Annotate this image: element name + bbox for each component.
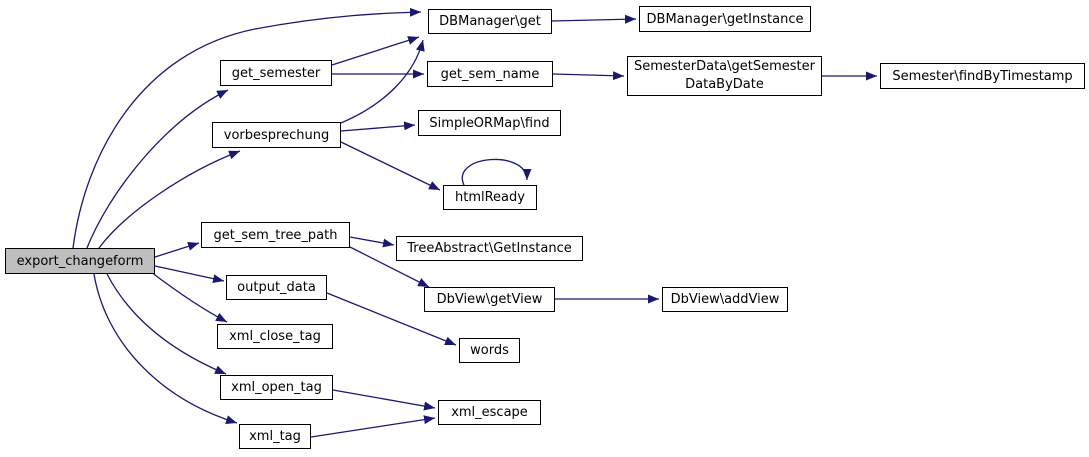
node-words[interactable]: words (459, 338, 520, 363)
node-xml-open-tag[interactable]: xml_open_tag (220, 375, 333, 400)
node-xml-escape[interactable]: xml_escape (438, 400, 541, 425)
node-simpleormap-find[interactable]: SimpleORMap\find (418, 110, 561, 136)
edge-export_changeform-xml_close_tag (150, 271, 228, 323)
node-treeabstract-getinstance[interactable]: TreeAbstract\GetInstance (396, 236, 583, 261)
node-get-sem-tree-path[interactable]: get_sem_tree_path (201, 222, 350, 248)
edge-vorbesprechung-simpleormap_find (340, 121, 416, 132)
edge-dbmanager_get-dbmanager_getinstance (551, 14, 637, 24)
node-semester-findbytimestamp[interactable]: Semester\findByTimestamp (880, 63, 1085, 89)
node-vorbesprechung[interactable]: vorbesprechung (212, 122, 341, 148)
edge-export_changeform-xml_open_tag (106, 273, 227, 375)
edge-vorbesprechung-dbmanager_get (340, 39, 425, 124)
node-export-changeform[interactable]: export_changeform (5, 248, 155, 274)
node-semesterdata-getsemesterdatabydate[interactable]: SemesterData\getSemester DataByDate (627, 56, 822, 96)
node-xml-close-tag[interactable]: xml_close_tag (217, 324, 333, 349)
node-dbview-getview[interactable]: DbView\getView (424, 287, 555, 312)
node-dbmanager-get[interactable]: DBManager\get (428, 9, 552, 34)
edge-output_data-words (326, 292, 457, 346)
edge-vorbesprechung-htmlready (340, 141, 441, 191)
edge-export_changeform-dbmanager_get (72, 7, 422, 249)
edge-get_sem_name-semesterdata (552, 71, 625, 81)
node-get-semester[interactable]: get_semester (220, 60, 332, 86)
node-get-sem-name[interactable]: get_sem_name (427, 61, 553, 87)
edge-xml_tag-xml_escape (310, 415, 436, 438)
node-htmlready[interactable]: htmlReady (443, 185, 537, 210)
edge-export_changeform-get_semester (86, 89, 229, 249)
node-dbview-addview[interactable]: DbView\addView (662, 287, 788, 312)
node-dbmanager-getinstance[interactable]: DBManager\getInstance (639, 6, 811, 32)
edge-htmlready-self (461, 158, 532, 186)
edge-get_sem_tree_path-treeabstract_getinstance (349, 236, 395, 248)
edge-get_semester-dbmanager_get (331, 36, 420, 66)
edge-get_sem_tree_path-dbview_getview (349, 246, 430, 288)
node-output-data[interactable]: output_data (226, 275, 327, 300)
edge-export_changeform-xml_tag (93, 273, 238, 425)
edge-export_changeform-get_sem_tree_path (154, 242, 200, 258)
node-xml-tag[interactable]: xml_tag (239, 424, 311, 449)
edge-xml_open_tag-xml_escape (332, 389, 436, 411)
edge-export_changeform-vorbesprechung (98, 150, 241, 249)
edge-export_changeform-output_data (154, 265, 225, 284)
